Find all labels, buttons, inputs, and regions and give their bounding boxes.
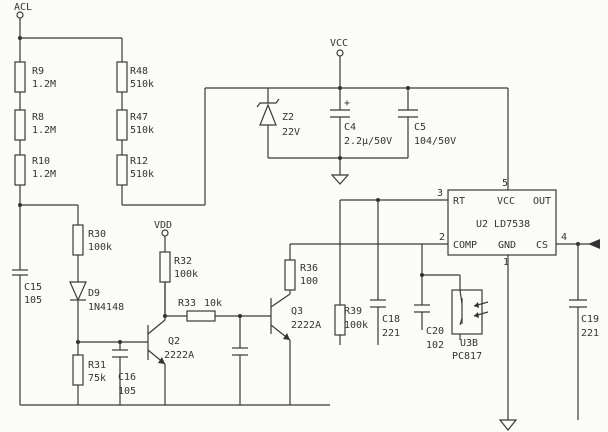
resistor-r33: R33 10k [178, 298, 222, 322]
svg-text:VCC: VCC [497, 196, 515, 207]
svg-text:U2 LD7538: U2 LD7538 [476, 219, 530, 230]
svg-text:PC817: PC817 [452, 351, 482, 362]
net-vcc: VCC [330, 38, 348, 57]
resistor-r10: R10 1.2M [14, 154, 56, 186]
svg-text:2222A: 2222A [164, 350, 194, 361]
resistor-r12: R12 510k [116, 154, 154, 186]
svg-text:2222A: 2222A [291, 320, 321, 331]
cs-input-arrow [588, 239, 600, 249]
svg-text:R12: R12 [130, 156, 148, 167]
svg-text:105: 105 [24, 295, 42, 306]
svg-text:C4: C4 [344, 122, 356, 133]
ground-symbol-vcc [330, 174, 350, 185]
svg-text:R10: R10 [32, 156, 50, 167]
svg-text:2.2μ/50V: 2.2μ/50V [344, 136, 392, 147]
svg-text:C5: C5 [414, 122, 426, 133]
svg-text:R8: R8 [32, 112, 44, 123]
svg-text:U3B: U3B [460, 338, 478, 349]
resistor-r48: R48 510k [116, 61, 154, 93]
svg-text:510k: 510k [130, 79, 154, 90]
svg-text:75k: 75k [88, 373, 106, 384]
svg-text:C20: C20 [426, 326, 444, 337]
capacitor-unlabeled [232, 347, 248, 356]
svg-text:1: 1 [503, 257, 509, 268]
svg-text:+: + [344, 98, 350, 109]
svg-text:Q2: Q2 [168, 336, 180, 347]
svg-text:221: 221 [382, 328, 400, 339]
resistor-r36: R36 100 [284, 259, 318, 291]
diode-d9: D9 1N4148 [69, 281, 124, 313]
resistor-r39: R39 100k [334, 304, 368, 336]
resistor-r8: R8 1.2M [14, 109, 56, 141]
svg-text:3: 3 [437, 188, 443, 199]
resistor-r30: R30 100k [72, 224, 112, 256]
svg-text:510k: 510k [130, 125, 154, 136]
capacitor-c20: C20 102 [414, 304, 444, 351]
transistor-q2: Q2 2222A [158, 336, 194, 364]
svg-text:5: 5 [502, 178, 508, 189]
svg-text:R9: R9 [32, 66, 44, 77]
svg-text:105: 105 [118, 386, 136, 397]
svg-text:Z2: Z2 [282, 112, 294, 123]
resistor-r9: R9 1.2M [14, 61, 56, 93]
svg-text:10k: 10k [204, 298, 222, 309]
capacitor-c4: + C4 2.2μ/50V [330, 98, 392, 147]
svg-text:102: 102 [426, 340, 444, 351]
transistor-q3: Q3 2222A [283, 306, 321, 340]
capacitor-c15: C15 105 [12, 269, 42, 306]
svg-text:510k: 510k [130, 169, 154, 180]
svg-text:22V: 22V [282, 127, 300, 138]
optocoupler-u3b: U3B PC817 [451, 289, 489, 362]
capacitor-c16: C16 105 [112, 349, 136, 397]
resistor-r31: R31 75k [72, 354, 106, 386]
svg-text:R33: R33 [178, 298, 196, 309]
svg-text:R30: R30 [88, 229, 106, 240]
resistor-r32: R32 100k [159, 251, 198, 283]
capacitor-c5: C5 104/50V [398, 109, 456, 147]
svg-text:R31: R31 [88, 360, 106, 371]
zener-z2: Z2 22V [256, 98, 300, 138]
junction-dots [18, 36, 580, 344]
svg-text:2: 2 [439, 232, 445, 243]
svg-text:C18: C18 [382, 314, 400, 325]
svg-text:R48: R48 [130, 66, 148, 77]
resistor-r47: R47 510k [116, 109, 154, 141]
svg-text:Q3: Q3 [291, 306, 303, 317]
svg-text:C19: C19 [581, 314, 599, 325]
svg-text:C16: C16 [118, 372, 136, 383]
svg-text:100k: 100k [88, 242, 112, 253]
svg-text:R36: R36 [300, 263, 318, 274]
svg-text:R39: R39 [344, 306, 362, 317]
svg-text:221: 221 [581, 328, 599, 339]
capacitor-c19: C19 221 [569, 299, 599, 339]
svg-text:1.2M: 1.2M [32, 79, 56, 90]
capacitor-c18: C18 221 [370, 299, 400, 339]
svg-text:OUT: OUT [533, 196, 551, 207]
svg-text:VCC: VCC [330, 38, 348, 49]
svg-text:1.2M: 1.2M [32, 125, 56, 136]
net-vdd: VDD [154, 220, 172, 237]
svg-text:D9: D9 [88, 288, 100, 299]
svg-text:GND: GND [498, 240, 516, 251]
svg-text:VDD: VDD [154, 220, 172, 231]
wires [19, 18, 600, 420]
svg-text:100k: 100k [174, 269, 198, 280]
svg-text:1N4148: 1N4148 [88, 302, 124, 313]
svg-text:100: 100 [300, 276, 318, 287]
net-acl: ACL [14, 2, 32, 19]
ground-symbol-ic [498, 412, 518, 431]
svg-text:100k: 100k [344, 320, 368, 331]
svg-text:CS: CS [536, 240, 548, 251]
svg-text:ACL: ACL [14, 2, 32, 13]
controller-ic-u2: RT VCC OUT U2 LD7538 COMP GND CS 3 5 2 1… [437, 178, 567, 268]
svg-text:COMP: COMP [453, 240, 477, 251]
svg-text:C15: C15 [24, 282, 42, 293]
svg-text:104/50V: 104/50V [414, 136, 456, 147]
svg-text:R32: R32 [174, 256, 192, 267]
svg-text:4: 4 [561, 232, 567, 243]
svg-text:R47: R47 [130, 112, 148, 123]
svg-text:RT: RT [453, 196, 465, 207]
svg-text:1.2M: 1.2M [32, 169, 56, 180]
